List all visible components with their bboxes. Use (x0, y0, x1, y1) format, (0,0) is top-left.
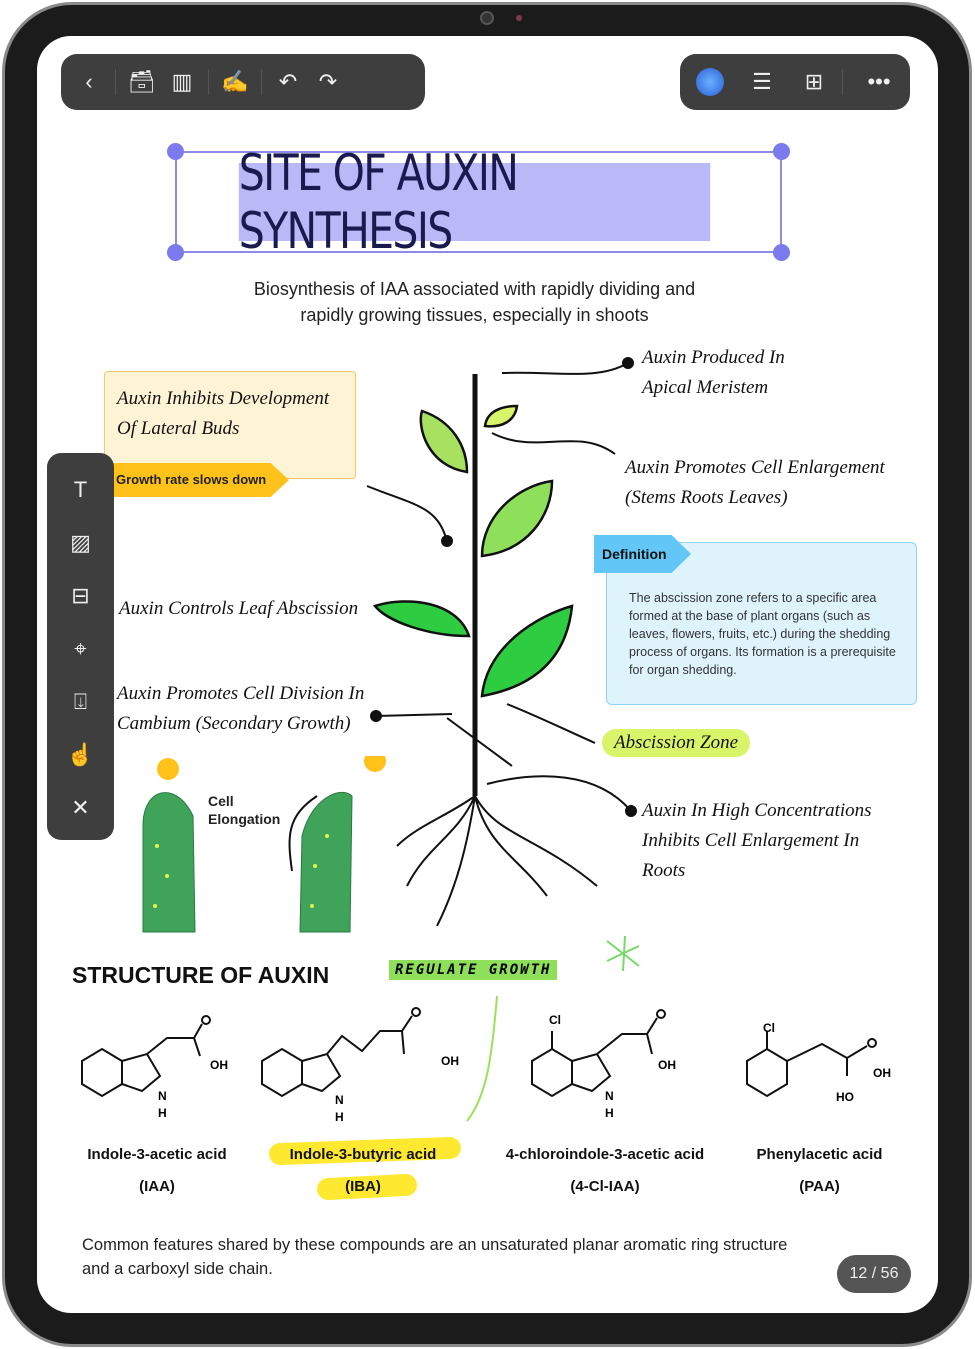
screen: ‹ 🗃 ▥ ✍ ↶ ↷ ☰ ⊞ ••• SITE OF AUXIN SYNTHE… (37, 36, 938, 1313)
label-line: Elongation (208, 811, 281, 827)
subtitle: Biosynthesis of IAA associated with rapi… (137, 276, 812, 328)
note-text: (Stems Roots Leaves) (625, 487, 788, 508)
growth-tag: Growth rate slows down (104, 463, 289, 497)
note-text: Of Lateral Buds (117, 418, 240, 439)
resize-handle[interactable] (773, 143, 790, 160)
regulate-growth-tag: REGULATE GROWTH (389, 960, 558, 980)
compound-abbr: (IAA) (139, 1178, 175, 1195)
definition-card: The abscission zone refers to a specific… (606, 542, 917, 705)
annotation-arrows (288, 357, 640, 1122)
note-text: Cambium (Secondary Growth) (117, 713, 351, 734)
cell-elongation-illustration (142, 756, 386, 933)
note-text: Roots (642, 860, 686, 881)
atom-n: N (605, 1089, 614, 1103)
label-line: Cell (208, 793, 234, 809)
book-icon[interactable]: ▥ (171, 69, 193, 94)
location-icon[interactable]: ⌖ (74, 635, 87, 661)
resize-handle[interactable] (167, 244, 184, 261)
atom-oh: OH (873, 1066, 891, 1080)
atom-oh: OH (441, 1054, 459, 1068)
page-indicator[interactable]: 12 / 56 (837, 1255, 911, 1293)
resize-handle[interactable] (773, 244, 790, 261)
image-icon[interactable]: ▨ (70, 529, 91, 555)
subtitle-line: Biosynthesis of IAA associated with rapi… (253, 279, 696, 299)
note-abscission: Auxin Controls Leaf Abscission (119, 598, 359, 619)
chemical-structures (81, 1007, 877, 1098)
note-division: Auxin Promotes Cell Division In Cambium (… (117, 679, 364, 739)
redo-icon[interactable]: ↷ (318, 69, 338, 94)
note-text: Auxin Produced In (642, 347, 785, 368)
camera (480, 11, 494, 25)
ai-assistant-icon[interactable] (690, 62, 730, 102)
compound-name: Indole-3-butyric acid (289, 1146, 437, 1163)
atom-cl: Cl (549, 1013, 561, 1027)
title-selection[interactable] (175, 151, 782, 253)
atom-h: H (158, 1106, 167, 1120)
compound-abbr: (IBA) (345, 1178, 381, 1195)
subtitle-line: rapidly growing tissues, especially in s… (300, 305, 649, 325)
undo-icon[interactable]: ↶ (278, 69, 298, 94)
resize-handle[interactable] (167, 143, 184, 160)
atom-oh: OH (210, 1058, 228, 1072)
atom-h: H (605, 1106, 614, 1120)
compound-abbr: (PAA) (799, 1178, 840, 1195)
sticker-icon[interactable]: 🗃 (128, 69, 156, 94)
note-lateral-buds[interactable]: Auxin Inhibits Development Of Lateral Bud… (104, 371, 356, 479)
compound-name: Phenylacetic acid (756, 1146, 883, 1163)
compound-name: 4-chloroindole-3-acetic acid (505, 1146, 705, 1163)
sensor (516, 15, 522, 21)
compound-name: Indole-3-acetic acid (87, 1146, 227, 1163)
note-enlargement: Auxin Promotes Cell Enlargement (Stems Ro… (625, 453, 885, 513)
abscission-zone-label: Abscission Zone (602, 729, 751, 757)
compound-abbr: (4-Cl-IAA) (570, 1178, 640, 1195)
structure-heading: STRUCTURE OF AUXIN (72, 962, 330, 988)
note-text: Auxin Promotes Cell Enlargement (625, 457, 885, 478)
close-icon[interactable]: ✕ (71, 794, 90, 820)
note-text: Apical Meristem (642, 377, 769, 398)
atom-n: N (335, 1093, 344, 1107)
right-toolbar: ☰ ⊞ ••• (680, 54, 910, 110)
text-icon[interactable]: T (73, 476, 88, 502)
outline-icon[interactable]: ☰ (752, 69, 772, 94)
atom-oh: OH (658, 1058, 676, 1072)
atom-cl: Cl (763, 1021, 775, 1035)
pen-hand-icon[interactable]: ✍ (221, 69, 249, 94)
plant-illustration (372, 374, 598, 926)
atom-ho: HO (836, 1090, 854, 1104)
note-text: Auxin In High Concentrations (642, 800, 872, 821)
footer-text: Common features shared by these compound… (82, 1233, 787, 1281)
note-text: Auxin Promotes Cell Division In (117, 683, 365, 704)
attachment-icon[interactable]: ⍗ (73, 688, 88, 714)
back-icon[interactable]: ‹ (85, 69, 93, 94)
note-text: Auxin Inhibits Development (117, 388, 330, 409)
left-toolbar: ‹ 🗃 ▥ ✍ ↶ ↷ (61, 54, 425, 110)
footer-line: Common features shared by these compound… (82, 1236, 788, 1254)
link-icon[interactable]: ⊟ (71, 582, 90, 608)
definition-tag: Definition (594, 535, 691, 573)
side-toolbar: T ▨ ⊟ ⌖ ⍗ ☝ ✕ (47, 453, 114, 840)
grid-icon[interactable]: ⊞ (804, 69, 824, 94)
note-text: Inhibits Cell Enlargement In (642, 830, 860, 851)
note-apical: Auxin Produced In Apical Meristem (642, 343, 785, 403)
atom-n: N (158, 1089, 167, 1103)
footer-line: and a carboxyl side chain. (82, 1260, 273, 1278)
atom-h: H (335, 1110, 344, 1124)
more-icon[interactable]: ••• (867, 69, 891, 94)
touch-icon[interactable]: ☝ (66, 741, 95, 767)
